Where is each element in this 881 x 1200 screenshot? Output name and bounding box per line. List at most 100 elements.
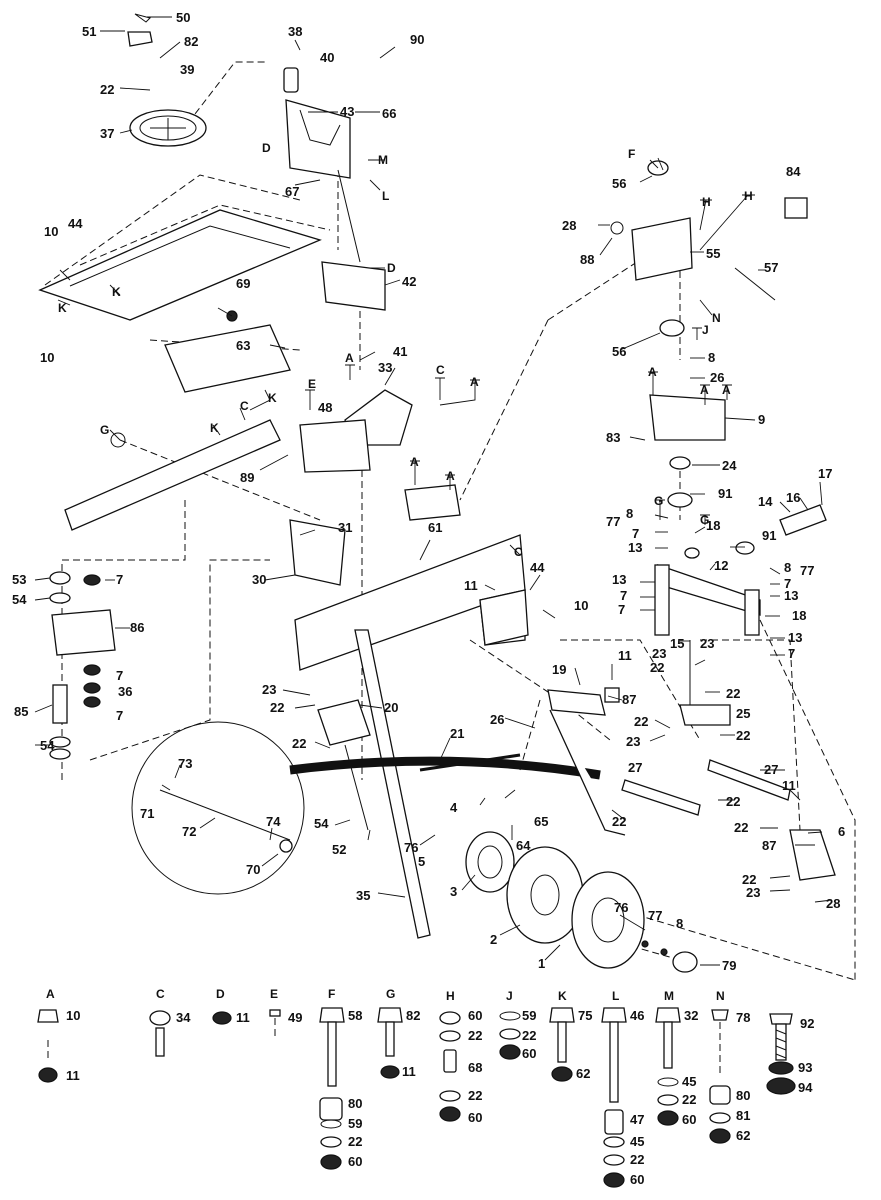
legend-94: 94: [798, 1080, 813, 1095]
steering-shaft: [317, 629, 431, 939]
callout-43: 43: [340, 104, 354, 119]
callout-7-c: 7: [116, 708, 123, 723]
callout-17: 17: [818, 466, 832, 481]
callout-70: 70: [246, 862, 260, 877]
callout-22: 22: [100, 82, 114, 97]
callout-38: 38: [288, 24, 302, 39]
callout-22-g: 22: [726, 686, 740, 701]
legend-H-part-3: 68: [468, 1060, 482, 1075]
callout-A-e: A: [470, 375, 479, 389]
callout-44-right: 44: [530, 560, 545, 575]
callout-J: J: [702, 323, 709, 337]
callout-79: 79: [722, 958, 736, 973]
callout-2: 2: [490, 932, 497, 947]
callout-11: 11: [464, 578, 478, 593]
callout-24: 24: [722, 458, 737, 473]
callout-D-b: D: [262, 141, 271, 155]
legend-F-part-5: 60: [348, 1154, 362, 1169]
legend-H-part-2: 22: [468, 1028, 482, 1043]
callout-35: 35: [356, 888, 370, 903]
callout-41: 41: [393, 344, 407, 359]
callout-22-i: 22: [726, 794, 740, 809]
legend-J-part-3: 60: [522, 1046, 536, 1061]
dash-panel: [38, 209, 322, 393]
callout-11-b: 11: [618, 648, 632, 663]
callout-83: 83: [606, 430, 620, 445]
callout-86: 86: [130, 620, 144, 635]
callout-A-f: A: [410, 455, 419, 469]
callout-23-b: 23: [626, 734, 640, 749]
callout-7-b: 7: [116, 668, 123, 683]
callout-85: 85: [14, 704, 28, 719]
callout-23: 23: [262, 682, 276, 697]
legend-letter-F: F: [328, 987, 335, 1001]
callout-7-h: 7: [788, 646, 795, 661]
callout-A-g: A: [446, 469, 455, 483]
callout-D: D: [387, 261, 396, 275]
callout-25: 25: [736, 706, 750, 721]
callout-72: 72: [182, 824, 196, 839]
callout-57: 57: [764, 260, 778, 275]
legend-letter-M: M: [664, 989, 674, 1003]
callout-77-c: 77: [800, 563, 814, 578]
legend-A-part-1: 10: [66, 1008, 80, 1023]
legend-L-part-4: 22: [630, 1152, 644, 1167]
callout-10-top: 10: [44, 224, 58, 239]
callout-39: 39: [180, 62, 194, 77]
callout-F: F: [628, 147, 635, 161]
callout-A-c: A: [648, 365, 657, 379]
legend-letter-K: K: [558, 989, 567, 1003]
callout-14: 14: [758, 494, 773, 509]
legend-letter-L: L: [612, 989, 619, 1003]
callout-C: C: [436, 363, 445, 377]
legend-H-part-1: 60: [468, 1008, 482, 1023]
callout-27-b: 27: [764, 762, 778, 777]
detail-circle: [131, 721, 305, 895]
callout-26-b: 26: [710, 370, 724, 385]
steering-bracket: [299, 389, 461, 521]
callout-82: 82: [184, 34, 198, 49]
callout-91-b: 91: [762, 528, 776, 543]
callout-22-b: 22: [270, 700, 284, 715]
legend-N-part-1: 78: [736, 1010, 750, 1025]
callout-5: 5: [418, 854, 425, 869]
callout-90: 90: [410, 32, 424, 47]
callout-7-e: 7: [620, 588, 627, 603]
callout-37: 37: [100, 126, 114, 141]
callout-G: G: [100, 423, 109, 437]
callout-54-lower: 54: [40, 738, 55, 753]
callout-15: 15: [670, 636, 684, 651]
legend-L-part-1: 46: [630, 1008, 644, 1023]
callout-71: 71: [140, 806, 154, 821]
callout-8-d: 8: [784, 560, 791, 575]
legend-L-part-2: 47: [630, 1112, 644, 1127]
callout-H: H: [702, 195, 711, 209]
legend-K-part-2: 62: [576, 1066, 590, 1081]
callout-18: 18: [706, 518, 720, 533]
callout-3: 3: [450, 884, 457, 899]
legend-K-part-1: 75: [578, 1008, 592, 1023]
callout-C-b: C: [514, 545, 523, 559]
legend-F-part-4: 22: [348, 1134, 362, 1149]
callout-22-f: 22: [650, 660, 664, 675]
callout-56-b: 56: [612, 344, 626, 359]
callout-A-b: A: [700, 383, 709, 397]
callout-66: 66: [382, 106, 396, 121]
callout-19: 19: [552, 662, 566, 677]
callout-22-j: 22: [734, 820, 748, 835]
front-axle: [547, 394, 836, 881]
callout-61: 61: [428, 520, 442, 535]
legend-bolt-head: [37, 1009, 59, 1023]
legend-G-part-1: 82: [406, 1008, 420, 1023]
callout-8: 8: [676, 916, 683, 931]
callout-20: 20: [384, 700, 398, 715]
callout-52: 52: [332, 842, 346, 857]
callout-89: 89: [240, 470, 254, 485]
callout-63: 63: [236, 338, 250, 353]
callout-65: 65: [534, 814, 548, 829]
callout-23-e: 23: [746, 885, 760, 900]
callout-13: 13: [628, 540, 642, 555]
callout-26: 26: [490, 712, 504, 727]
callout-54: 54: [12, 592, 27, 607]
